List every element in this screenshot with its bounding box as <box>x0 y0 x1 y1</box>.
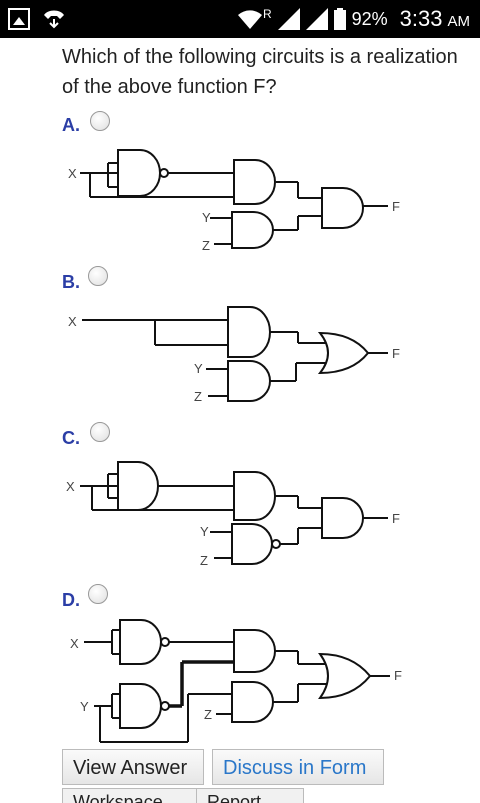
option-b-input-y: Y <box>194 361 203 376</box>
option-d-label: D. <box>62 590 80 610</box>
option-d-radio[interactable] <box>88 584 108 604</box>
option-a-circuit: X Y Z F <box>68 149 400 253</box>
roaming-indicator: R <box>262 7 272 21</box>
discuss-in-form-button[interactable]: Discuss in Form <box>212 749 384 785</box>
wifi-icon <box>237 10 262 29</box>
option-a-label: A. <box>62 115 80 135</box>
view-answer-button[interactable]: View Answer <box>62 749 204 785</box>
battery-icon <box>333 8 346 30</box>
clock-ampm: AM <box>447 13 471 30</box>
signal-icon-1 <box>277 8 300 30</box>
option-b-radio[interactable] <box>88 266 108 286</box>
option-b-input-x: X <box>68 314 77 329</box>
gallery-notification-icon <box>8 8 30 30</box>
option-c-label: C. <box>62 428 80 448</box>
workspace-button[interactable]: Workspace <box>62 788 210 803</box>
option-b-circuit: X Y Z F <box>68 306 400 404</box>
question-text: Which of the following circuits is a rea… <box>62 46 458 98</box>
missed-call-icon <box>44 10 64 29</box>
option-c-circuit: X Y Z F <box>66 461 400 568</box>
clock-time: 3:33 <box>399 6 443 31</box>
report-button[interactable]: Report <box>196 788 304 803</box>
option-c-input-y: Y <box>200 524 209 539</box>
option-b-input-z: Z <box>194 389 202 404</box>
option-a-output: F <box>392 199 400 214</box>
option-b-label: B. <box>62 272 80 292</box>
option-d-input-z: Z <box>204 707 212 722</box>
option-c-output: F <box>392 511 400 526</box>
option-a-radio[interactable] <box>90 111 110 131</box>
status-bar: R 92% 3:33 AM <box>0 0 480 38</box>
option-d-input-x: X <box>70 636 79 651</box>
option-a-input-y: Y <box>202 210 211 225</box>
option-a-input-x: X <box>68 166 77 181</box>
option-d-circuit: X Y Z F <box>70 619 402 743</box>
option-c-radio[interactable] <box>90 422 110 442</box>
option-d-output: F <box>394 668 402 683</box>
option-d-input-y: Y <box>80 699 89 714</box>
clock: 3:33 AM <box>400 6 470 32</box>
battery-percent: 92% <box>351 8 388 29</box>
signal-icon-2 <box>305 8 328 30</box>
option-c-input-z: Z <box>200 553 208 568</box>
option-c-input-x: X <box>66 479 75 494</box>
option-a-input-z: Z <box>202 238 210 253</box>
option-b-output: F <box>392 346 400 361</box>
